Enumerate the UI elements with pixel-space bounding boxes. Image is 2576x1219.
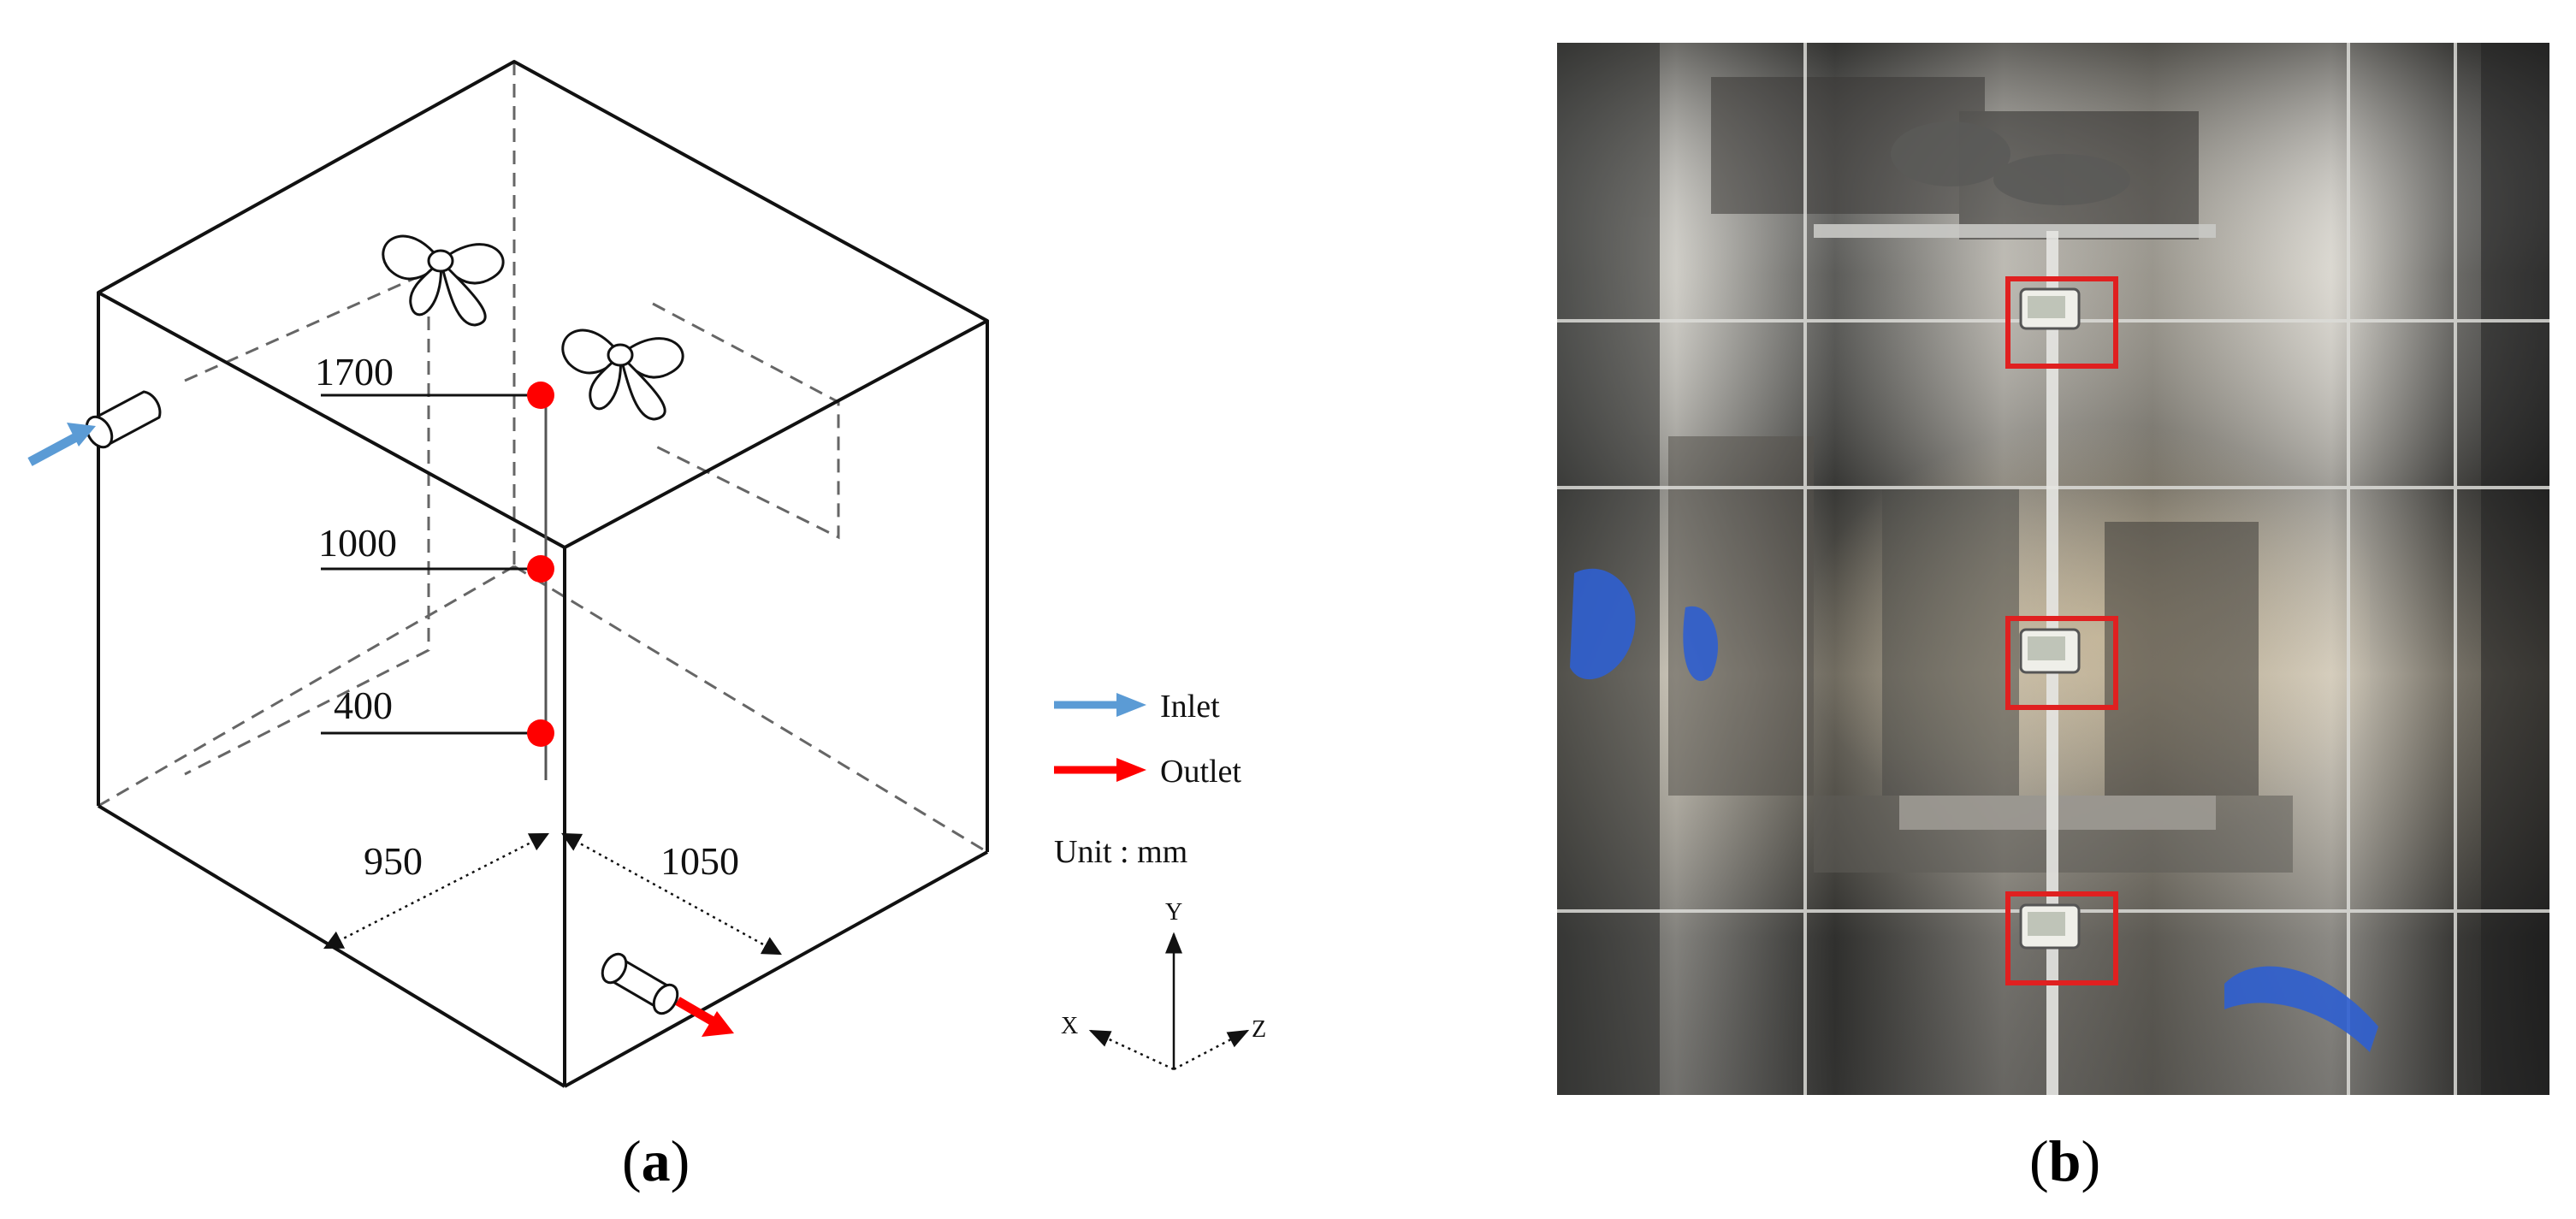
inlet-pipe [85,390,162,449]
axis-label-y: Y [1165,899,1182,926]
sensor-points [527,382,554,747]
sensor-unit [2005,891,2118,985]
caption-open: ( [622,1128,642,1193]
caption-open: ( [2029,1128,2049,1193]
axis-label-z: Z [1252,1016,1266,1043]
axis-label-x: X [1061,1013,1078,1039]
chamber-diagram: 1700 1000 400 950 1050 Inlet Outlet Unit… [27,60,1266,1088]
reflection-shapes [1557,43,2549,1095]
height-leaders [321,394,541,735]
top-shelf [1814,224,2216,238]
fan-icon [561,328,684,421]
legend-inlet-label: Inlet [1160,689,1220,725]
outlet-arrow [675,997,717,1027]
sensor-point [527,555,554,583]
outlet-arrow-head [702,1011,734,1037]
caption-close: ) [670,1128,690,1193]
legend-outlet-label: Outlet [1160,754,1241,790]
legend-outlet-arrow-head [1116,758,1146,782]
caption-b: (b) [2029,1127,2100,1195]
sensor-point [527,719,554,747]
legend-inlet-arrow-head [1116,693,1146,717]
legend-unit: Unit : mm [1054,834,1187,870]
caption-close: ) [2081,1128,2101,1193]
sensor-unit [2005,616,2118,710]
fan-icon [1891,121,2130,205]
sensor-unit [2005,276,2118,369]
height-label: 1700 [315,350,394,394]
sensor-point [527,382,554,409]
outlet-pipe [601,952,679,1015]
dimension-label-x: 950 [364,839,423,883]
inlet-arrow-head [67,423,96,447]
cube-edges [97,60,989,1088]
caption-a: (a) [622,1127,690,1195]
height-label: 400 [334,683,393,727]
dimension-label-z: 1050 [660,839,739,883]
sensor-highlight-box [2005,276,2118,369]
blue-cable [1570,568,2378,1052]
sensor-highlight-box [2005,891,2118,985]
height-label: 1000 [318,521,397,565]
chamber-photo [1557,43,2549,1095]
sensor-highlight-box [2005,616,2118,710]
fan-icon [382,234,505,327]
axis-triad [1088,932,1250,1071]
dimension-lines [323,832,782,956]
caption-letter: a [641,1128,671,1193]
caption-letter: b [2048,1128,2082,1193]
hidden-edges [98,62,988,854]
